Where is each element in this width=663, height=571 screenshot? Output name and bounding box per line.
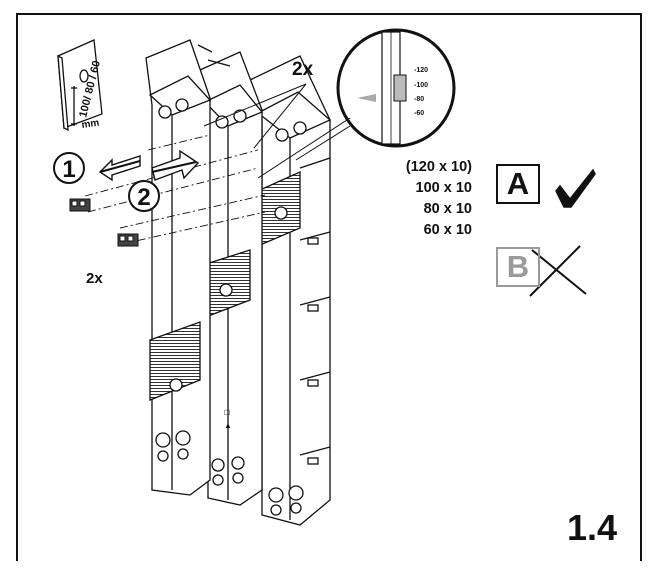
- leader-lines: [203, 83, 351, 179]
- callout-circle-2: [128, 180, 160, 212]
- size-item: 100 x 10: [415, 180, 472, 196]
- svg-text:▲: ▲: [224, 421, 232, 430]
- size-item: 60 x 10: [423, 222, 472, 238]
- svg-text:☐: ☐: [224, 409, 230, 417]
- scale-magnifier: [336, 28, 456, 148]
- scale-tick-100: -100: [414, 82, 428, 89]
- clip-upper: [69, 198, 91, 212]
- count-label-top: 2x: [292, 59, 314, 80]
- scale-tick-80: -80: [414, 96, 424, 103]
- option-a-box: A: [496, 164, 540, 204]
- edge-card: [57, 39, 103, 132]
- step-number: 1.4: [567, 507, 618, 548]
- callout-circle-1: [53, 152, 85, 184]
- panel-middle: ☐ ▲: [199, 51, 264, 506]
- size-list: (120 x 10) 100 x 10 80 x 10 60 x 10: [362, 157, 472, 241]
- option-b-box: B: [496, 247, 540, 287]
- guide-lines: [84, 134, 266, 245]
- clip-lower: [117, 233, 139, 247]
- figure-frame: [16, 13, 642, 561]
- size-item: (120 x 10): [405, 159, 472, 175]
- count-label-left: 2x: [86, 270, 103, 287]
- edge-unit-label: mm: [81, 118, 100, 131]
- check-icon: [555, 168, 596, 208]
- scale-tick-120: -120: [414, 67, 428, 74]
- scale-tick-60: -60: [414, 110, 424, 117]
- remove-arrow: [98, 155, 141, 182]
- callout-number-1: 1: [62, 156, 75, 183]
- panel-left: [145, 39, 231, 496]
- callout-number-2: 2: [137, 184, 150, 211]
- insert-arrow: [151, 149, 200, 181]
- size-item: 80 x 10: [423, 201, 472, 217]
- cross-icon: [529, 245, 587, 297]
